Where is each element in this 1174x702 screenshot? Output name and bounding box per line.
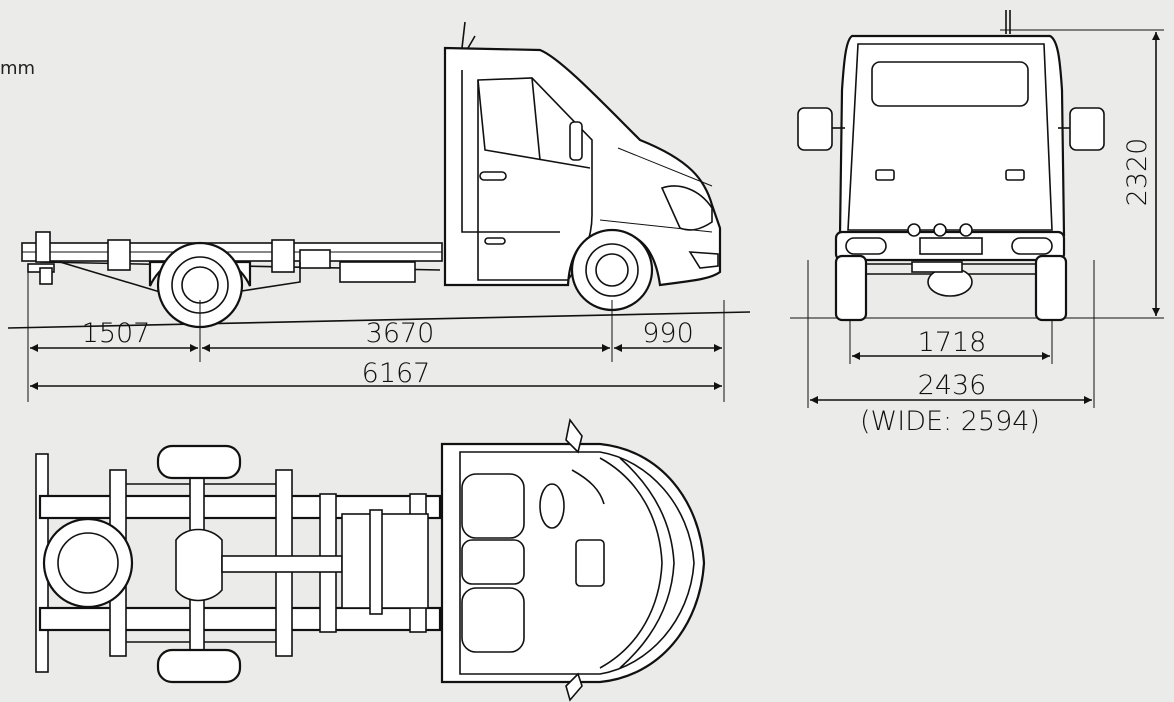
side-view: 1507 3670 990 6167 bbox=[7, 21, 751, 402]
unit-label: mm bbox=[0, 58, 36, 79]
spare-wheel bbox=[42, 517, 134, 609]
top-view bbox=[35, 418, 706, 702]
upper-rail bbox=[38, 494, 442, 520]
rear-right-wheel bbox=[1034, 254, 1068, 322]
lower-rail bbox=[38, 606, 442, 632]
top-mirror-right bbox=[565, 672, 583, 702]
steering-wheel bbox=[539, 483, 565, 529]
ground-line bbox=[7, 311, 751, 329]
side-chassis-frame bbox=[21, 231, 443, 293]
dim-wide-width: (WIDE: 2594) bbox=[860, 406, 1040, 437]
dim-rear-overhang: 1507 bbox=[82, 318, 151, 349]
side-rear-wheel bbox=[148, 241, 252, 329]
left-mirror bbox=[797, 107, 833, 151]
top-mirror-left bbox=[565, 418, 583, 454]
rear-view: 2320 1718 2436 (WIDE: 2594) bbox=[790, 10, 1164, 437]
dim-track-width: 1718 bbox=[918, 327, 987, 358]
rear-tire-top bbox=[156, 444, 242, 480]
driver-seat bbox=[461, 473, 525, 539]
right-mirror bbox=[1069, 107, 1105, 151]
dim-body-width: 2436 bbox=[918, 370, 987, 401]
middle-seat bbox=[461, 539, 525, 585]
passenger-seat bbox=[461, 587, 525, 653]
dim-height: 2320 bbox=[1122, 138, 1153, 207]
rear-left-wheel bbox=[834, 254, 868, 322]
dim-wheelbase: 3670 bbox=[366, 318, 435, 349]
dim-overall-length: 6167 bbox=[362, 358, 431, 389]
rear-tire-bottom bbox=[156, 648, 242, 684]
rear-window bbox=[871, 61, 1029, 107]
side-front-wheel bbox=[570, 228, 654, 312]
side-dimensions: 1507 3670 990 6167 bbox=[27, 270, 725, 402]
dim-front-overhang: 990 bbox=[642, 318, 694, 349]
